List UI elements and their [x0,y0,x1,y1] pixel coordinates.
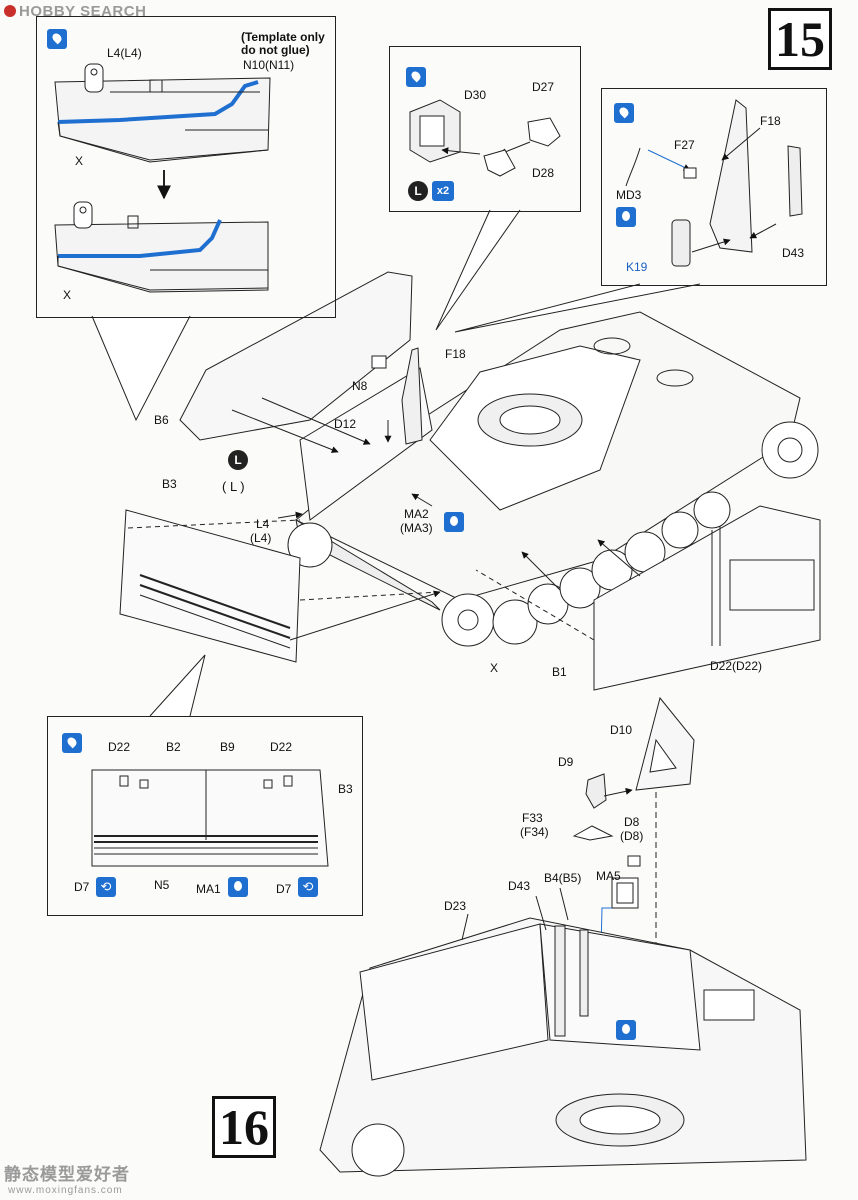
glue-icon [444,512,464,532]
b3-plate [120,510,441,662]
f33-part [574,826,612,840]
glue-icon [616,1020,636,1040]
quantity-badge: x2 [432,181,454,201]
label-x-upper: X [75,154,84,168]
step-number-16: 16 [212,1096,276,1158]
d9-part [586,774,606,808]
label-d30: D30 [464,88,487,102]
label-f27: F27 [674,138,695,152]
paint-icon [406,67,426,87]
rotate-icon: ⟲ [298,877,318,897]
label-d23: D23 [444,899,467,913]
left-side-icon: L [228,450,248,470]
label-d27: D27 [532,80,555,94]
label-b3-panel: B3 [338,782,353,796]
glue-icon [228,877,248,897]
glue-icon [616,207,636,227]
watermark-text: HOBBY SEARCH [19,3,147,20]
d28-part [484,150,515,176]
label-main-b6: B6 [154,413,169,427]
label-ma5: MA5 [596,869,621,883]
watermark-cn-text: 静态模型爱好者 [4,1165,130,1184]
label-n10: N10(N11) [243,58,295,72]
watermark-url-text: www.moxingfans.com [8,1185,123,1196]
b1-plate [476,506,820,690]
callout-f18 [455,284,700,332]
label-d43-step16: D43 [508,879,531,893]
template-callout-panel: L4(L4) (Template only do not glue) N10(N… [36,16,336,318]
d8-part [628,856,640,866]
label-d22-left: D22 [108,740,131,754]
step-number-15: 15 [768,8,832,70]
label-md3: MD3 [616,188,642,202]
d30-callout-panel: D30 D27 D28 L x2 [389,46,581,212]
label-f18: F18 [760,114,781,128]
label-ma1: MA1 [196,882,221,896]
skirt-callout-panel: D22 B2 B9 D22 B3 D7 ⟲ N5 MA1 D7 ⟲ [47,716,363,916]
f18-plate [626,100,802,266]
label-d8: D8 [624,815,640,829]
label-main-ma2: MA2 [404,507,429,521]
label-main-ma3: (MA3) [400,521,433,535]
template-plate-upper [55,64,270,162]
label-d8b: (D8) [620,829,644,843]
label-k19: K19 [626,260,648,274]
label-main-b1: B1 [552,665,567,679]
label-template-note: (Template only do not glue) [241,30,325,57]
label-main-d12: D12 [334,417,357,431]
callout-top-left [92,316,190,420]
label-main-b3: B3 [162,477,177,491]
template-plate-lower [55,202,268,292]
label-d28: D28 [532,166,555,180]
label-main-x: X [490,661,499,675]
rotate-icon: ⟲ [96,877,116,897]
label-l4: L4(L4) [107,46,142,60]
hobby-search-watermark: HOBBY SEARCH [4,3,146,20]
d30-part [410,100,480,162]
skirt-inside-view [92,770,328,866]
label-main-l4: L4 [256,517,270,531]
b6-plate [180,272,412,453]
f18-main [402,348,422,444]
label-n5: N5 [154,878,170,892]
label-main-l-paren: ( L ) [222,479,245,494]
label-main-n8: N8 [352,379,368,393]
label-d10: D10 [610,723,633,737]
label-x-lower: X [63,288,72,302]
road-wheels [288,422,818,646]
label-d7-left: D7 [74,880,90,894]
label-d43: D43 [782,246,805,260]
label-main-l4b: (L4) [250,531,272,545]
label-b2: B2 [166,740,181,754]
label-main-d22: D22(D22) [710,659,763,673]
paint-icon [614,103,634,123]
label-f33: F33 [522,811,543,825]
label-b9: B9 [220,740,235,754]
moxingfans-watermark: 静态模型爱好者 www.moxingfans.com [4,1160,204,1198]
label-main-f18: F18 [445,347,466,361]
hobby-search-logo-icon [4,5,16,17]
callout-bottom [150,655,205,716]
label-d22-right: D22 [270,740,293,754]
callout-d30 [436,210,520,330]
label-d7-right: D7 [276,882,292,896]
label-f34: (F34) [520,825,549,839]
paint-icon [47,29,67,49]
f18-callout-panel: F18 F27 MD3 K19 D43 [601,88,827,286]
paint-icon [62,733,82,753]
left-side-icon: L [408,181,428,201]
n8-part [372,356,386,368]
label-d9: D9 [558,755,574,769]
label-b4: B4(B5) [544,871,582,885]
